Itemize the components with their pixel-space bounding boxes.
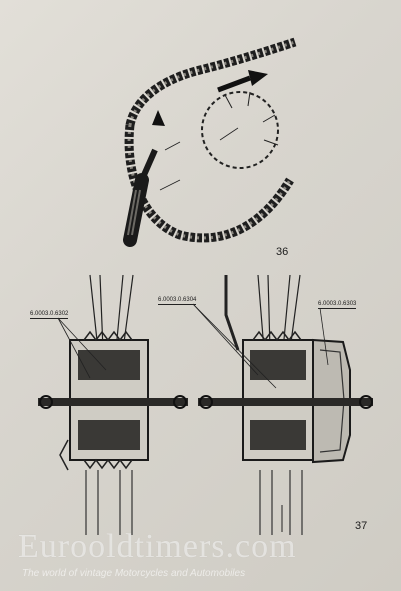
watermark-text: Eurooldtimers.com bbox=[18, 528, 297, 565]
callout-bearing-center: 6.0003.0.6304 bbox=[158, 297, 197, 305]
figure-37-number: 37 bbox=[355, 520, 368, 532]
watermark-subtitle: The world of vintage Motorcycles and Aut… bbox=[22, 568, 246, 579]
callout-bearing-left: 6.0003.0.6302 bbox=[30, 311, 69, 319]
figure-37-hub-sections bbox=[38, 274, 373, 535]
figure-36-chain-sprocket bbox=[123, 37, 297, 247]
callout-bearing-right: 6.0003.0.6303 bbox=[318, 301, 357, 309]
figure-36-number: 36 bbox=[276, 246, 289, 258]
